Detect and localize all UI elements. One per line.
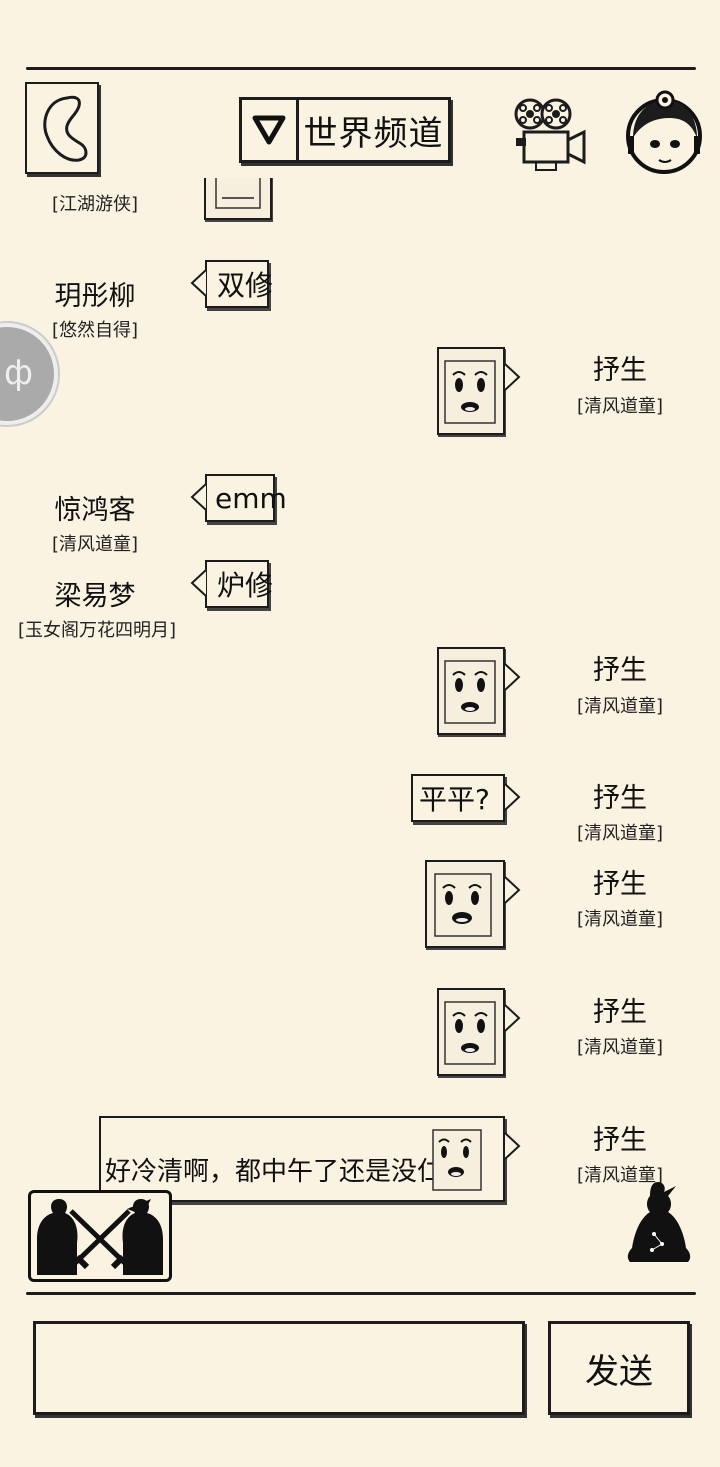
bubble-tail <box>504 663 521 691</box>
bubble-tail <box>190 269 207 297</box>
crossed-swords-icon <box>37 1199 163 1275</box>
sender-name[interactable]: 抒生 <box>593 783 647 814</box>
sender-title: [悠然自得] <box>51 320 139 341</box>
sender-title: [清风道童] <box>576 823 664 844</box>
triangle-down-icon <box>252 115 286 145</box>
sender-name[interactable]: 惊鸿客 <box>54 495 136 526</box>
sender-name[interactable]: 抒生 <box>593 355 647 386</box>
sender-name[interactable]: 玥彤柳 <box>54 281 136 312</box>
sender-name[interactable]: 抒生 <box>593 1125 647 1156</box>
sender-title: [清风道童] <box>576 909 664 930</box>
sender-title: [清风道童] <box>51 534 139 555</box>
face-emoji-icon <box>432 1129 482 1191</box>
meditation-icon[interactable] <box>624 1178 694 1274</box>
bubble-tail <box>504 783 521 811</box>
back-button[interactable] <box>25 82 99 174</box>
girl-avatar-icon[interactable] <box>625 88 705 188</box>
face-emoji-icon <box>215 178 261 209</box>
message-text: 平平? <box>419 783 490 816</box>
emoji-sticker[interactable] <box>437 347 505 435</box>
message-bubble[interactable]: 双修 <box>205 260 273 308</box>
message-bubble[interactable]: 平平? <box>411 774 505 822</box>
message-text: 炉修 <box>217 569 274 602</box>
channel-dropdown[interactable] <box>242 100 299 160</box>
channel-title: 世界频道 <box>303 113 444 154</box>
sender-name[interactable]: 抒生 <box>593 655 647 686</box>
movie-projector-icon[interactable] <box>510 96 590 180</box>
emoji-sticker[interactable] <box>204 178 272 220</box>
sender-title: [清风道童] <box>576 1165 664 1186</box>
bubble-tail <box>190 483 207 511</box>
face-emoji-icon <box>444 360 496 424</box>
face-emoji-icon <box>444 1001 496 1065</box>
message-bubble[interactable]: 好冷清啊，都中午了还是没仁 <box>99 1116 505 1202</box>
send-button[interactable]: 发送 <box>548 1321 690 1415</box>
channel-selector[interactable]: 世界频道 <box>239 97 451 163</box>
message-input[interactable] <box>33 1321 525 1415</box>
face-emoji-icon <box>434 873 492 937</box>
bubble-tail <box>504 1132 521 1160</box>
float-icon: ф <box>4 353 34 393</box>
bubble-tail <box>504 363 521 391</box>
face-emoji-icon <box>444 660 496 724</box>
emoji-sticker[interactable] <box>437 647 505 735</box>
top-divider <box>26 67 696 70</box>
message-text: 双修 <box>217 269 274 302</box>
sender-title: [玉女阁万花四明月] <box>18 620 177 641</box>
back-arrow-icon <box>43 95 88 162</box>
sender-name[interactable]: 抒生 <box>593 997 647 1028</box>
message-bubble[interactable]: 炉修 <box>205 560 273 608</box>
sender-name[interactable]: 梁易梦 <box>54 581 136 612</box>
emoji-sticker[interactable] <box>425 860 505 948</box>
sender-title: [清风道童] <box>576 1037 664 1058</box>
bubble-tail <box>504 1004 521 1032</box>
chat-message-list[interactable]: [江湖游侠] 玥彤柳 [悠然自得] 双修 抒生 [清风道童] <box>0 178 720 1288</box>
sender-title: [清风道童] <box>576 396 664 417</box>
sender-title: [江湖游侠] <box>51 194 139 215</box>
sender-title: [清风道童] <box>576 696 664 717</box>
emoji-sticker[interactable] <box>437 988 505 1076</box>
message-text: emm <box>215 481 287 515</box>
bubble-tail <box>504 876 521 904</box>
bottom-divider <box>26 1292 696 1295</box>
message-bubble[interactable]: emm <box>205 474 287 522</box>
message-text: 好冷清啊，都中午了还是没仁 <box>105 1157 444 1187</box>
duel-button[interactable] <box>28 1190 172 1282</box>
bubble-tail <box>190 569 207 597</box>
sender-name[interactable]: 抒生 <box>593 869 647 900</box>
